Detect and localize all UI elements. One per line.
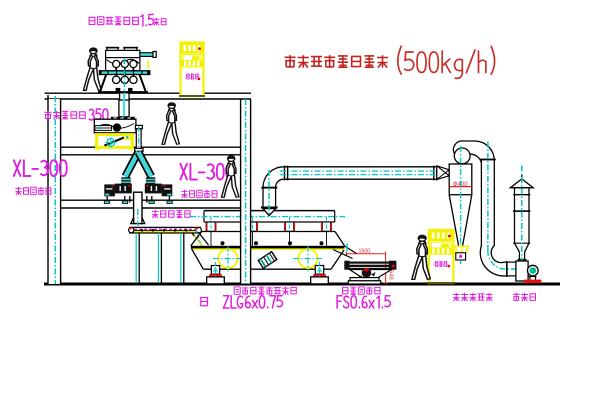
svg-text:8Ⅱ8: 8Ⅱ8 xyxy=(434,259,448,269)
svg-text:1500: 1500 xyxy=(359,249,371,255)
svg-text:8Ⅱ8: 8Ⅱ8 xyxy=(186,72,200,82)
svg-text:548: 548 xyxy=(388,270,394,280)
